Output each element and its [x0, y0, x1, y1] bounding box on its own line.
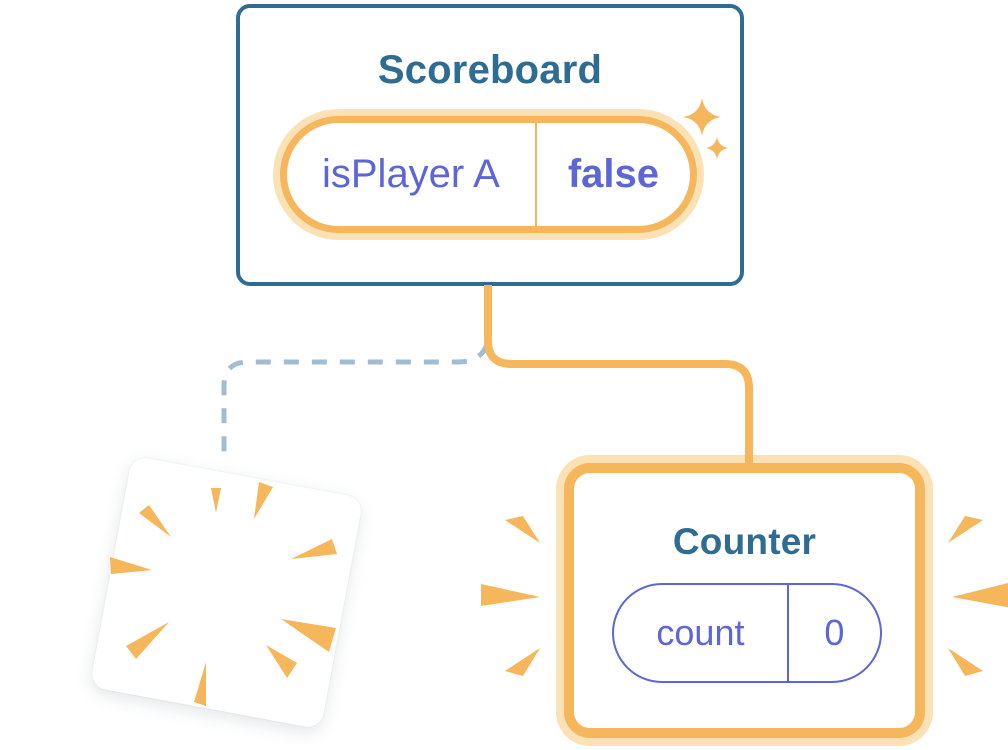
destroyed-card: [89, 455, 364, 730]
counter-state-pill: count 0: [612, 583, 882, 683]
emphasis-burst-right-icon: [948, 516, 1008, 676]
counter-card: Counter count 0: [564, 463, 925, 738]
counter-title: Counter: [672, 521, 817, 562]
scoreboard-card: Scoreboard isPlayer A false: [236, 4, 744, 286]
count-pill-name-cell: count: [614, 585, 789, 681]
state-value-label: false: [567, 152, 659, 196]
scoreboard-title: Scoreboard: [377, 48, 603, 92]
state-pill-name-cell: isPlayer A: [287, 123, 537, 226]
count-pill-value-cell: 0: [789, 585, 880, 681]
count-value-label: 0: [824, 612, 845, 653]
state-pill-value-cell: false: [537, 123, 690, 226]
count-name-label: count: [656, 612, 745, 653]
emphasis-burst-left-icon: [481, 516, 540, 676]
scoreboard-state-pill: isPlayer A false: [280, 116, 697, 233]
state-name-label: isPlayer A: [321, 152, 500, 196]
